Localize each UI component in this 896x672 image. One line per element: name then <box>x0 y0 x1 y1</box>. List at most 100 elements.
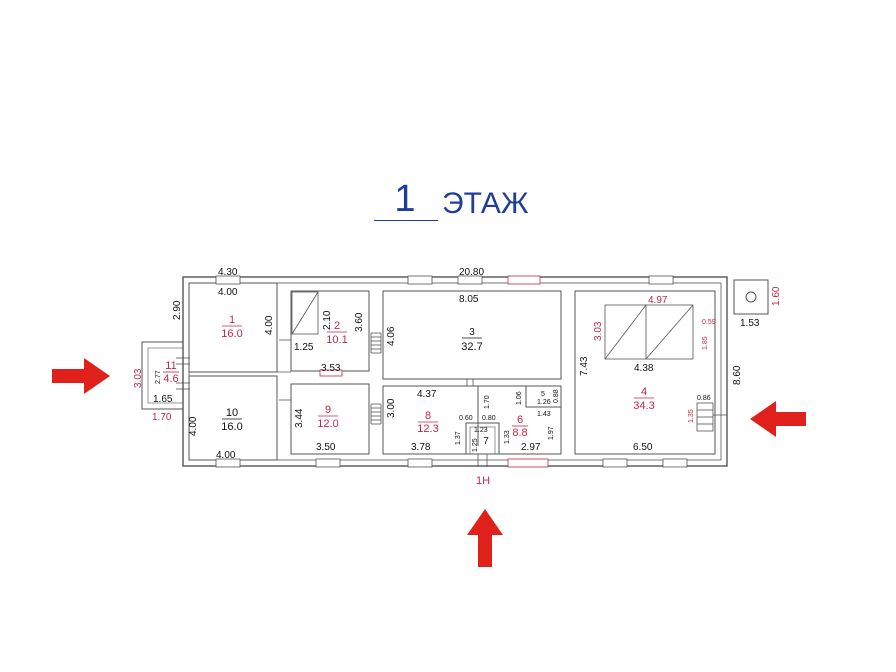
dim-label: 3.78 <box>411 442 431 453</box>
dim-label: 1.65 <box>153 394 173 405</box>
floor-word: ЭТАЖ <box>442 187 529 220</box>
opening-red <box>319 369 343 377</box>
room-number: 7 <box>483 436 489 447</box>
dim-label: 4.38 <box>634 363 654 374</box>
dim-label: 3.50 <box>316 442 336 453</box>
window <box>457 275 483 285</box>
dim-label: 4.00 <box>188 416 199 436</box>
room-5-outline <box>525 385 562 408</box>
dim-label: 2.10 <box>322 310 333 330</box>
room-labels: 1 16.0 2 10.1 3 32.7 4 34.3 5 6 8.8 7 8 … <box>163 314 655 487</box>
window <box>315 458 341 468</box>
dim-label: 1.85 <box>702 336 709 350</box>
dim-label: 4.97 <box>648 295 668 306</box>
room-number: 8 <box>425 410 431 422</box>
room-number: 11 <box>165 360 176 372</box>
dim-label: 1.33 <box>504 430 511 444</box>
dim-label: 1.70 <box>484 395 491 409</box>
floor-number-underline <box>374 220 438 221</box>
outbuilding-outline <box>733 279 769 315</box>
dimension-labels: 4.30 4.00 4.00 2.90 2.10 3.60 1.25 20.80… <box>133 267 782 461</box>
windows <box>215 275 688 468</box>
dim-label: 1.70 <box>152 412 172 423</box>
stairs-room-2 <box>370 332 382 354</box>
room-area: 16.0 <box>221 328 242 340</box>
dim-label: 3.00 <box>386 398 397 418</box>
dim-label: 1.37 <box>455 431 462 445</box>
window <box>215 275 241 285</box>
dim-label: 4.00 <box>218 287 238 298</box>
room-number: 4 <box>641 386 647 398</box>
arrow-right-icon <box>52 358 110 394</box>
room-number: 5 <box>541 391 545 398</box>
built-in-cabinet-room-2 <box>291 291 319 335</box>
dim-label: 4.00 <box>264 315 275 335</box>
room-number: 1 <box>229 314 235 326</box>
dim-label: 2.97 <box>521 442 541 453</box>
dim-label: 1.25 <box>294 342 314 353</box>
dim-label: 3.44 <box>294 408 305 428</box>
outbuilding-circle <box>745 291 757 303</box>
dim-label: 1.60 <box>771 286 782 306</box>
dim-label: 4.30 <box>218 267 238 278</box>
room-11-inner <box>147 347 184 404</box>
room-area: 8.8 <box>512 427 527 439</box>
dim-label: 20.80 <box>459 267 484 278</box>
entrance-arrows <box>52 358 806 567</box>
dim-label: 8.60 <box>732 365 743 385</box>
dim-label: 4.06 <box>386 326 397 346</box>
room-area: 12.3 <box>417 423 438 435</box>
window <box>407 275 433 285</box>
stairs-room-4 <box>696 402 727 432</box>
dim-label: 7.43 <box>579 356 590 376</box>
floor-title: 1 ЭТАЖ <box>370 178 570 228</box>
arrow-up-icon <box>467 509 503 567</box>
dim-label: 3.03 <box>133 368 144 388</box>
room-number: 2 <box>334 320 340 332</box>
dim-label: 0.80 <box>482 415 496 422</box>
window-red <box>507 458 549 468</box>
dim-label: 2.90 <box>172 300 183 320</box>
dim-label: 1.35 <box>688 409 695 423</box>
dim-label: 1.53 <box>740 318 760 329</box>
dim-label: 4.00 <box>216 450 236 461</box>
stairs <box>291 291 727 432</box>
dim-label: 1.43 <box>537 411 551 418</box>
room-area: 10.1 <box>326 334 347 346</box>
doors <box>176 339 488 467</box>
room-number: 3 <box>469 327 475 338</box>
built-in-cabinets-room-4 <box>604 304 694 360</box>
dim-label: 1.06 <box>516 391 523 405</box>
dim-label: 1.23 <box>474 427 488 434</box>
room-3-outline <box>382 290 562 380</box>
dim-label: 6.50 <box>633 442 653 453</box>
dim-label: 4.37 <box>417 389 437 400</box>
dim-label: 3.60 <box>354 312 365 332</box>
room-number: 10 <box>226 407 238 419</box>
window <box>648 275 674 285</box>
dim-label: 1.97 <box>548 426 555 440</box>
walls <box>141 276 769 467</box>
window <box>407 458 433 468</box>
room-4-outline <box>574 290 716 455</box>
window <box>215 458 241 468</box>
room-area: 32.7 <box>461 341 482 353</box>
dim-label: 0.59 <box>702 319 716 326</box>
dim-label: 0.86 <box>697 395 711 402</box>
stairs-room-9 <box>370 403 382 425</box>
room-number: 6 <box>517 414 523 426</box>
dim-label: 0.60 <box>459 415 473 422</box>
room-area: 16.0 <box>221 421 242 433</box>
room-area: 34.3 <box>633 400 654 412</box>
dim-label: 2.77 <box>155 370 162 384</box>
dim-label: 1.26 <box>537 399 551 406</box>
dim-label: 1.25 <box>472 438 479 452</box>
arrow-left-icon <box>750 401 806 437</box>
dim-label: 3.53 <box>321 363 341 374</box>
entrance-label: 1Н <box>476 475 490 487</box>
room-7-inner <box>469 426 496 455</box>
room-9-outline <box>290 383 370 455</box>
window-red <box>507 275 541 285</box>
window <box>662 458 688 468</box>
